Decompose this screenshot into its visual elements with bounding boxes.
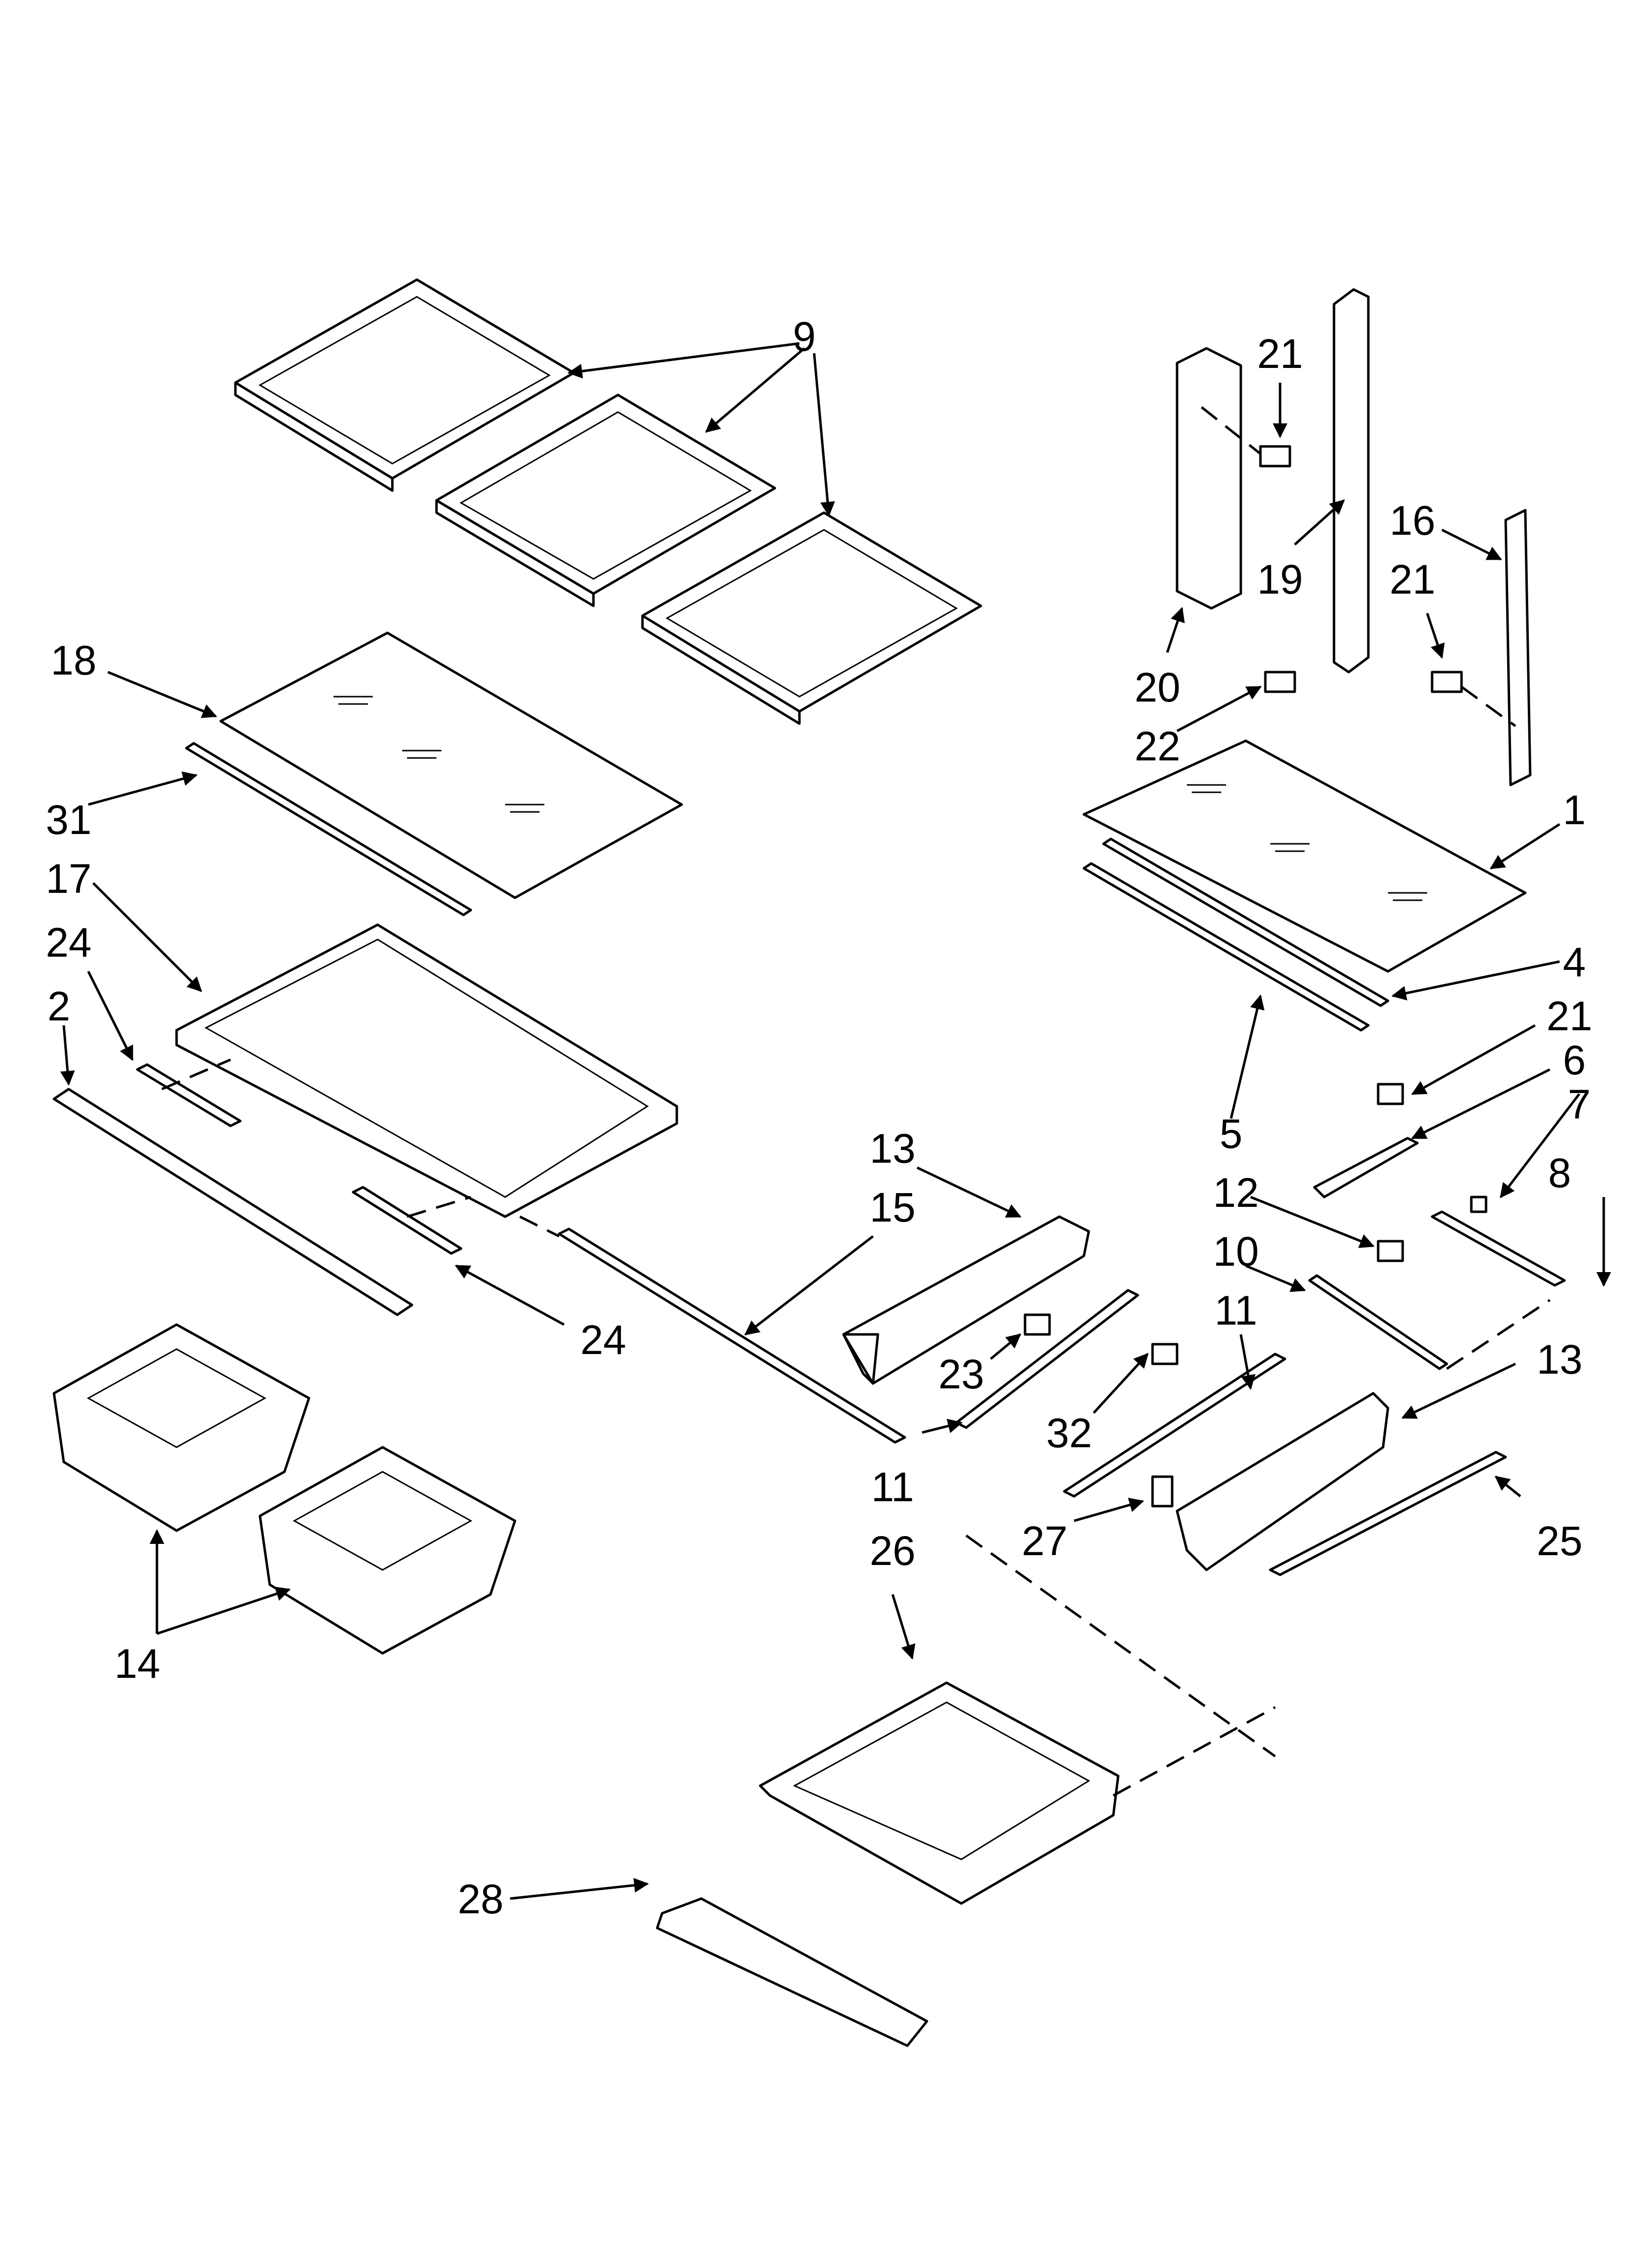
callout-7: 7 bbox=[1568, 1081, 1591, 1127]
clip-27 bbox=[1151, 1475, 1174, 1508]
callout-17: 17 bbox=[46, 856, 91, 902]
screw-21-right bbox=[1431, 671, 1463, 693]
callout-5: 5 bbox=[1220, 1111, 1243, 1157]
trim-4 bbox=[1102, 837, 1389, 1007]
basket-26 bbox=[759, 1681, 1120, 1905]
clip-7 bbox=[1470, 1196, 1488, 1213]
slide-24-right bbox=[352, 1186, 462, 1255]
callout-23: 23 bbox=[938, 1351, 984, 1397]
side-panel-13-right bbox=[1176, 1392, 1389, 1571]
callout-labels: 9 21 19 16 21 20 22 18 31 17 24 2 1 4 21… bbox=[46, 313, 1592, 1922]
leader-line bbox=[965, 1534, 1276, 1797]
callout-9: 9 bbox=[793, 313, 816, 360]
callout-6: 6 bbox=[1563, 1037, 1586, 1083]
leader-line bbox=[519, 1215, 560, 1238]
glass-shelf-right bbox=[1082, 739, 1527, 973]
crisper-drawer-1 bbox=[52, 1323, 310, 1532]
screw-22 bbox=[1264, 671, 1296, 693]
slide-8 bbox=[1431, 1210, 1566, 1287]
leader-line bbox=[1201, 406, 1261, 455]
callout-21: 21 bbox=[1389, 556, 1435, 602]
rod-25 bbox=[1269, 1451, 1507, 1576]
trim-strip-31 bbox=[185, 742, 472, 916]
callout-25: 25 bbox=[1537, 1518, 1582, 1564]
leader-line bbox=[1461, 685, 1516, 728]
slide-24-left bbox=[136, 1063, 242, 1127]
shelf-frame-3 bbox=[641, 511, 982, 725]
leader-line bbox=[407, 1196, 471, 1218]
callout-20: 20 bbox=[1134, 664, 1180, 710]
callout-8: 8 bbox=[1548, 1150, 1571, 1196]
rail-16 bbox=[1504, 509, 1532, 786]
screw-32 bbox=[1151, 1343, 1179, 1365]
front-trim-2 bbox=[52, 1088, 413, 1316]
callout-31: 31 bbox=[46, 797, 91, 843]
slide-11-lower bbox=[1063, 1353, 1286, 1498]
slide-11-upper bbox=[955, 1289, 1139, 1429]
callout-14: 14 bbox=[114, 1641, 160, 1687]
callout-1: 1 bbox=[1563, 787, 1586, 833]
callout-11: 11 bbox=[871, 1464, 914, 1510]
callout-22: 22 bbox=[1134, 723, 1180, 769]
screw-12 bbox=[1377, 1240, 1404, 1262]
side-panel-13-left bbox=[842, 1215, 1090, 1385]
trim-5 bbox=[1082, 862, 1370, 1032]
callout-13: 13 bbox=[870, 1125, 915, 1172]
callout-24: 24 bbox=[46, 919, 91, 965]
shelf-frame-2 bbox=[435, 393, 776, 607]
screw-21-lower bbox=[1377, 1083, 1404, 1105]
callout-16: 16 bbox=[1389, 497, 1435, 544]
leader-line bbox=[1446, 1299, 1551, 1370]
glass-shelf-left bbox=[219, 631, 683, 899]
callout-18: 18 bbox=[51, 637, 96, 683]
callout-12: 12 bbox=[1213, 1170, 1258, 1216]
shelf-frame-1 bbox=[234, 278, 575, 492]
leader-line bbox=[161, 1058, 231, 1091]
callout-28: 28 bbox=[458, 1876, 503, 1922]
callout-2: 2 bbox=[48, 983, 71, 1029]
callout-21: 21 bbox=[1257, 331, 1303, 377]
callout-26: 26 bbox=[870, 1528, 915, 1574]
callout-24: 24 bbox=[580, 1317, 626, 1363]
bracket-6 bbox=[1313, 1137, 1419, 1199]
callout-11: 11 bbox=[1214, 1287, 1257, 1333]
callout-32: 32 bbox=[1046, 1410, 1092, 1456]
rod-10 bbox=[1308, 1274, 1448, 1370]
shelf-frame-17 bbox=[175, 923, 678, 1218]
callout-15: 15 bbox=[870, 1184, 915, 1230]
leader-arrows bbox=[60, 342, 1611, 1900]
callout-10: 10 bbox=[1213, 1228, 1258, 1275]
rail-20 bbox=[1176, 347, 1242, 610]
handle-28 bbox=[656, 1897, 928, 2047]
callout-4: 4 bbox=[1563, 939, 1586, 985]
screw-21-upper bbox=[1259, 445, 1291, 468]
crisper-drawer-2 bbox=[258, 1446, 516, 1655]
rail-19 bbox=[1333, 288, 1370, 674]
callout-27: 27 bbox=[1022, 1518, 1067, 1564]
callout-21: 21 bbox=[1546, 993, 1592, 1039]
callout-13: 13 bbox=[1537, 1336, 1582, 1382]
screw-23 bbox=[1024, 1313, 1051, 1336]
callout-19: 19 bbox=[1257, 556, 1303, 602]
rail-15 bbox=[558, 1227, 906, 1444]
